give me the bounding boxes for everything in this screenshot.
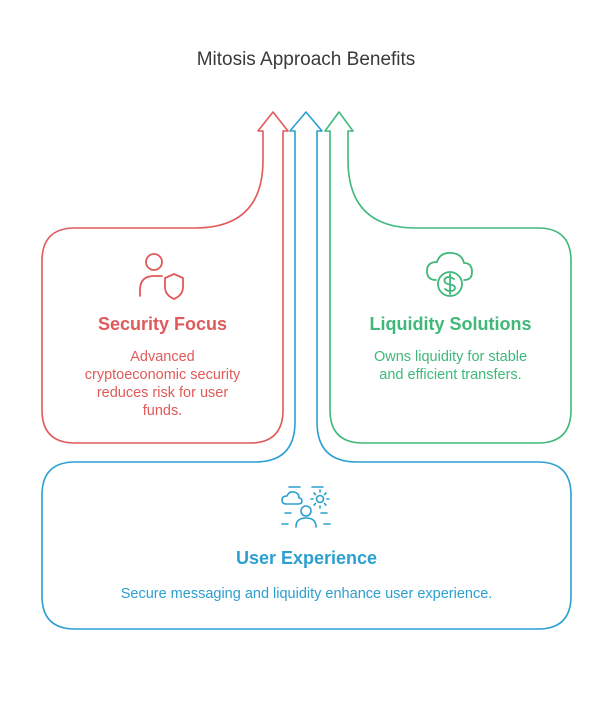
diagram-title: Mitosis Approach Benefits xyxy=(196,49,416,70)
liquidity-solutions-heading: Liquidity Solutions xyxy=(369,314,532,334)
security-desc-line: cryptoeconomic security xyxy=(84,367,241,383)
security-focus-heading: Security Focus xyxy=(97,314,228,334)
security-desc-line: funds. xyxy=(142,403,183,419)
user-shield-icon xyxy=(139,253,184,300)
user-weather-icon xyxy=(281,486,331,528)
user-experience-heading: User Experience xyxy=(235,548,378,568)
user-experience-description: Secure messaging and liquidity enhance u… xyxy=(120,586,493,602)
cloud-dollar-icon xyxy=(426,252,473,297)
liquidity-desc-line: and efficient transfers. xyxy=(379,367,522,383)
security-desc-line: reduces risk for user xyxy=(96,385,229,401)
security-desc-line: Advanced xyxy=(130,349,195,365)
user-experience-card-arrow-outline xyxy=(41,111,572,630)
liquidity-desc-line: Owns liquidity for stable xyxy=(373,349,528,365)
liquidity-solutions-description: Owns liquidity for stable and efficient … xyxy=(340,348,561,384)
security-focus-description: Advanced cryptoeconomic security reduces… xyxy=(62,348,263,420)
